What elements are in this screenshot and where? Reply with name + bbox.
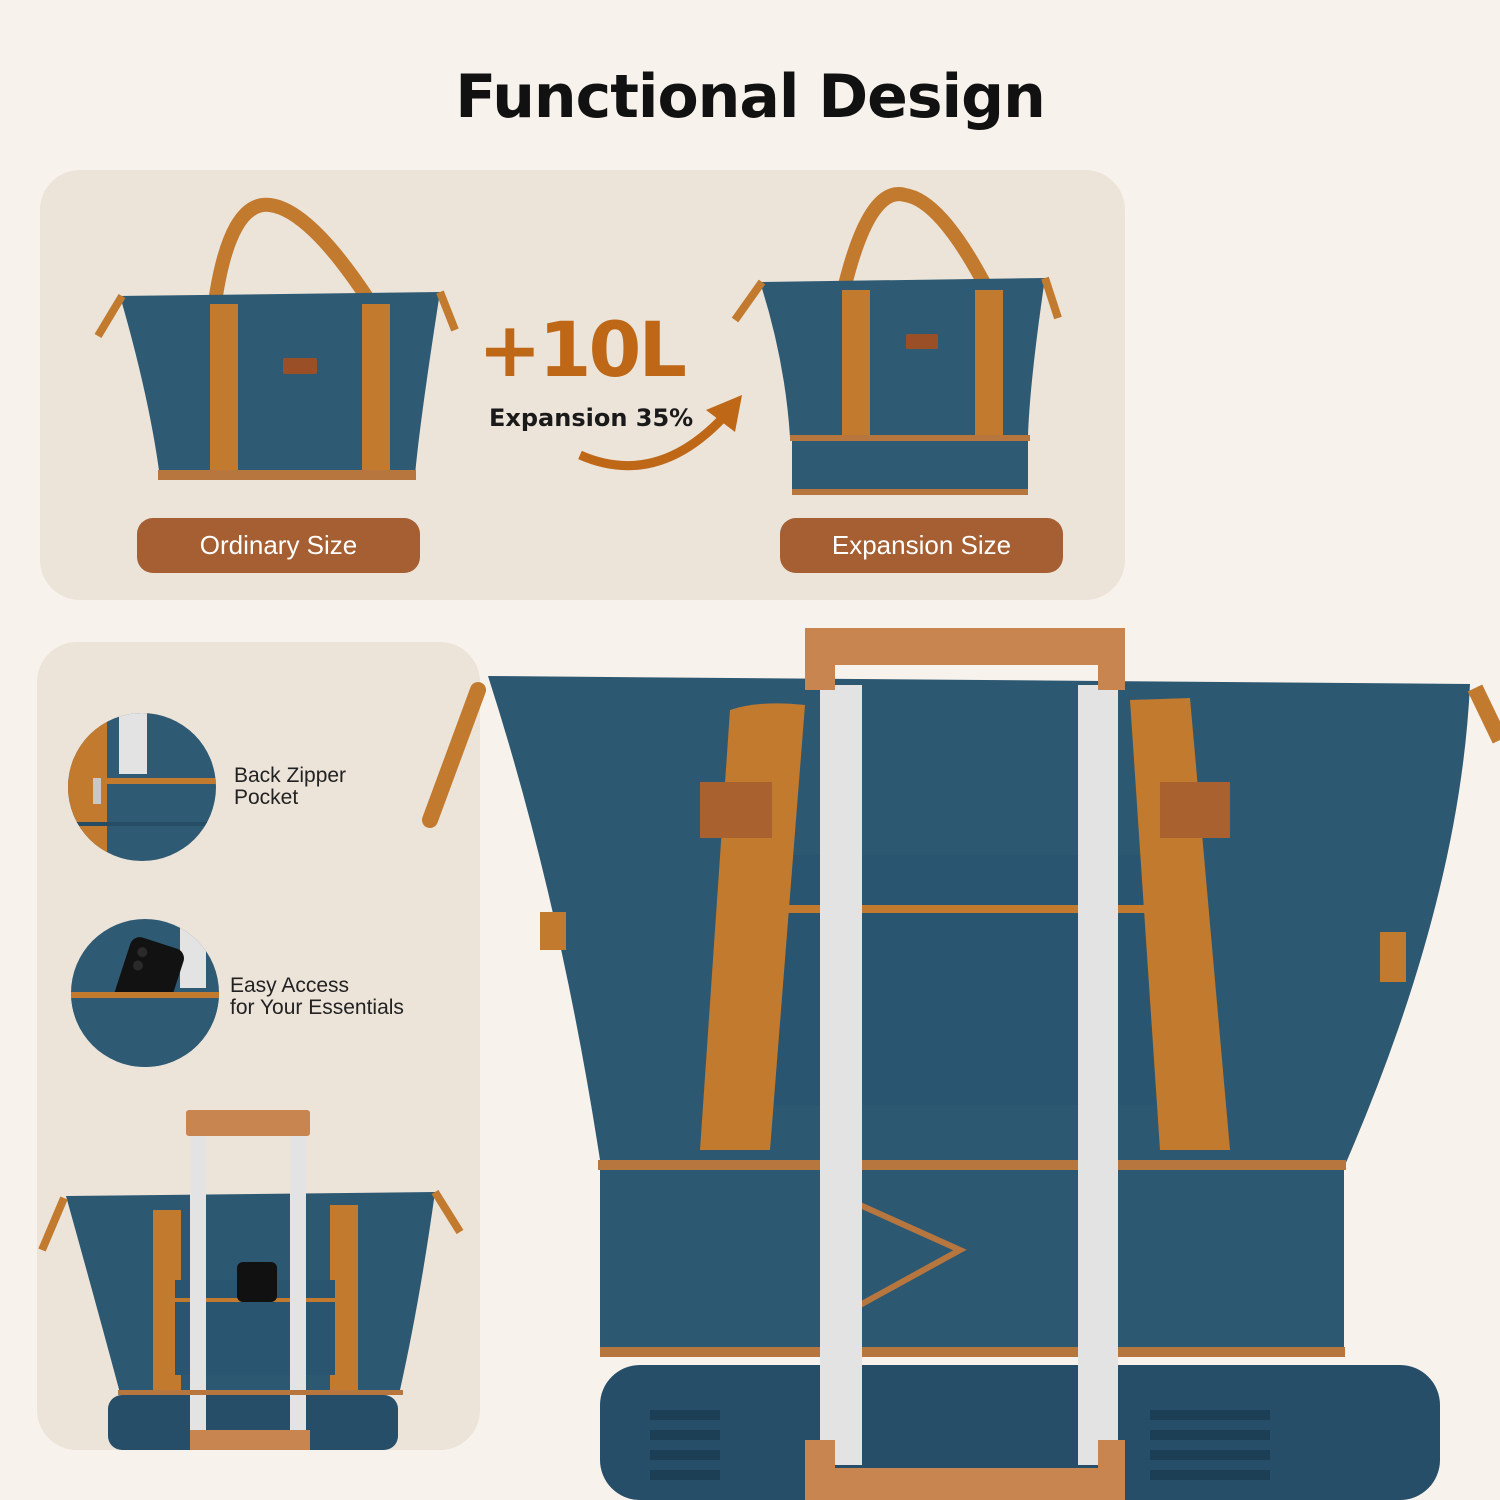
expansion-percent-label: Expansion 35% [489, 404, 694, 432]
phone-in-pocket-closeup-icon [71, 919, 219, 1067]
ordinary-size-badge: Ordinary Size [137, 518, 420, 573]
expansion-arrow-icon [578, 407, 734, 471]
expansion-bag-image [731, 187, 1062, 495]
main-bag-on-suitcase-image [422, 628, 1500, 1500]
small-bag-on-suitcase-image [38, 1110, 464, 1450]
capacity-increase-label: +10L [478, 305, 687, 394]
page-title: Functional Design [455, 62, 1046, 132]
ordinary-bag-image [94, 197, 459, 480]
feature-label-easy-access: Easy Access for Your Essentials [230, 974, 404, 1019]
zipper-pocket-closeup-icon [68, 713, 216, 861]
expansion-size-badge: Expansion Size [780, 518, 1063, 573]
feature-label-back-zipper: Back Zipper Pocket [234, 764, 347, 809]
